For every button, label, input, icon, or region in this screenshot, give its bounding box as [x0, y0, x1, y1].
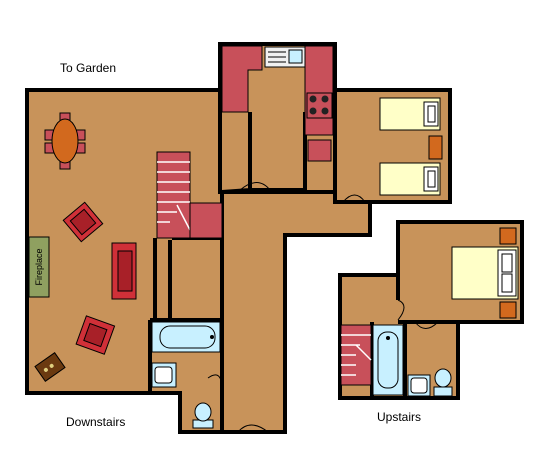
toilet-upstairs — [433, 386, 453, 397]
toilet — [192, 419, 214, 429]
hob-ring — [309, 95, 317, 103]
sofa — [111, 242, 137, 300]
staircase-upstairs — [340, 324, 372, 386]
door-swing — [239, 182, 271, 191]
to-garden-label: To Garden — [60, 61, 116, 75]
bedside-table — [428, 135, 443, 160]
upstairs-label: Upstairs — [377, 410, 421, 424]
hob-ring — [321, 107, 329, 115]
door-swing — [342, 194, 366, 203]
hob-ring — [321, 95, 329, 103]
bedside-table — [499, 227, 517, 245]
single-bed — [379, 97, 441, 131]
fridge — [307, 139, 332, 162]
double-bed — [451, 246, 519, 300]
bath-plug — [386, 336, 390, 340]
downstairs-plan: Fireplace — [25, 42, 452, 434]
kitchen-counter — [221, 45, 263, 113]
fireplace — [28, 236, 50, 298]
sink-basin — [288, 49, 303, 64]
armchair — [62, 201, 104, 243]
fireplace-label: Fireplace — [34, 248, 44, 285]
upstairs-plan — [338, 220, 524, 400]
bath-upstairs-inner — [377, 331, 399, 389]
armchair — [75, 315, 116, 355]
basin-upstairs-inner — [410, 377, 428, 394]
door-swing — [237, 424, 269, 433]
single-bed — [379, 162, 441, 196]
door-swing — [397, 299, 405, 321]
door-swing — [414, 321, 439, 329]
bathroom-downstairs — [151, 321, 221, 429]
dining-table — [44, 112, 86, 170]
hob-ring — [309, 107, 317, 115]
staircase-downstairs — [156, 151, 223, 239]
downstairs-label: Downstairs — [66, 415, 125, 429]
toilet-upstairs-bowl — [434, 368, 452, 388]
door-swing — [207, 374, 223, 391]
kitchen-counter-right — [304, 45, 334, 136]
bedside-table — [499, 301, 517, 319]
side-table — [34, 352, 66, 382]
upstairs-interior-walls — [370, 275, 458, 398]
